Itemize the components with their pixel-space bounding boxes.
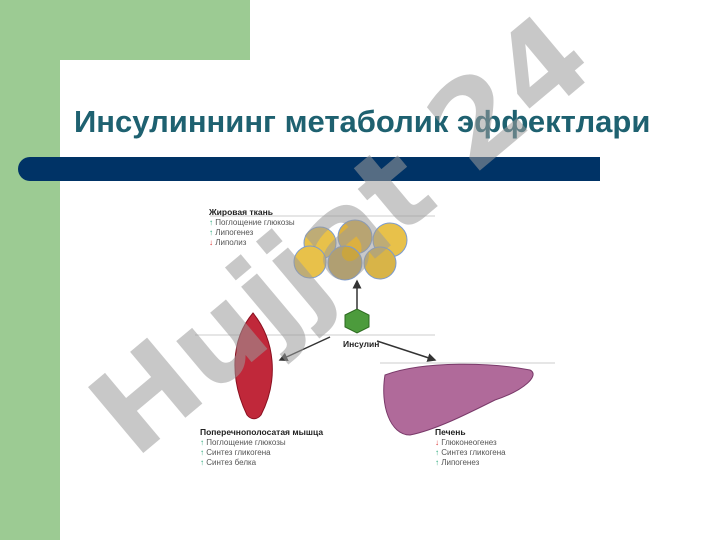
liver-image <box>383 363 534 436</box>
insulin-hexagon <box>344 308 370 334</box>
liver-item: Глюконеогенез <box>441 438 497 447</box>
up-arrow-icon: ↑ <box>200 438 204 447</box>
liver-title: Печень <box>435 427 466 437</box>
diagram-illustration <box>195 215 555 436</box>
insulin-label: Инсулин <box>343 339 380 349</box>
liver-item: Синтез гликогена <box>441 448 506 457</box>
down-arrow-icon: ↓ <box>209 238 213 247</box>
muscle-legend: Поперечнополосатая мышца ↑ Поглощение гл… <box>200 427 323 468</box>
muscle-item: Синтез белка <box>206 458 257 467</box>
muscle-item: Синтез гликогена <box>206 448 271 457</box>
up-arrow-icon: ↑ <box>200 448 204 457</box>
down-arrow-icon: ↓ <box>435 438 439 447</box>
fat-item: Липолиз <box>215 238 247 247</box>
up-arrow-icon: ↑ <box>200 458 204 467</box>
fat-item: Липогенез <box>215 228 254 237</box>
up-arrow-icon: ↑ <box>435 458 439 467</box>
liver-item: Липогенез <box>441 458 480 467</box>
muscle-item: Поглощение глюкозы <box>206 438 286 447</box>
fat-title: Жировая ткань <box>209 207 273 217</box>
slide-panel <box>60 60 720 540</box>
insulin-diagram: Жировая ткань ↑ Поглощение глюкозы ↑ Лип… <box>195 205 555 475</box>
up-arrow-icon: ↑ <box>209 228 213 237</box>
up-arrow-icon: ↑ <box>435 448 439 457</box>
muscle-title: Поперечнополосатая мышца <box>200 427 324 437</box>
fat-item: Поглощение глюкозы <box>215 218 295 227</box>
green-top-block <box>0 0 250 60</box>
fat-cells-image <box>293 219 408 281</box>
up-arrow-icon: ↑ <box>209 218 213 227</box>
fat-tissue-legend: Жировая ткань ↑ Поглощение глюкозы ↑ Лип… <box>209 207 295 248</box>
liver-legend: Печень ↓ Глюконеогенез ↑ Синтез гликоген… <box>435 427 506 468</box>
green-side-strip <box>0 0 60 540</box>
muscle-image <box>234 312 273 420</box>
slide-title: Инсулиннинг метаболик эффектлари <box>74 104 651 139</box>
title-underline-bar <box>18 157 600 181</box>
